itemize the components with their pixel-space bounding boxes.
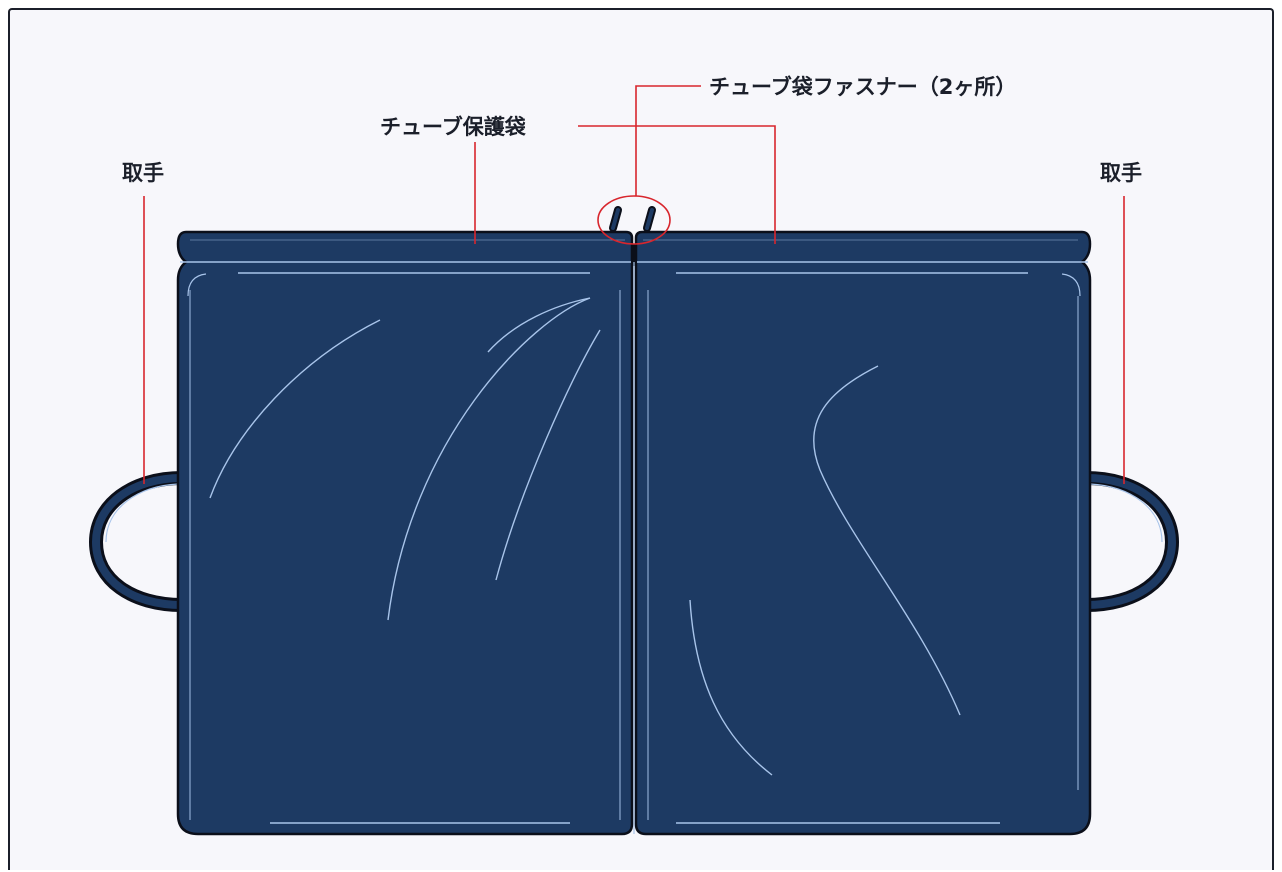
label-handle-right: 取手 xyxy=(1100,161,1142,185)
handle-left xyxy=(88,471,189,612)
bag-right-panel xyxy=(634,230,1092,836)
label-tube-protection-bag: チューブ保護袋 xyxy=(380,115,527,139)
handle-right xyxy=(1079,471,1180,612)
label-handle-left: 取手 xyxy=(122,161,164,185)
fastener-callout-circle xyxy=(597,195,671,245)
leader-lines xyxy=(143,85,1125,484)
zipper-pulls xyxy=(609,206,656,232)
center-seam xyxy=(631,244,637,834)
label-tube-bag-fastener: チューブ袋ファスナー（2ヶ所） xyxy=(709,75,1016,99)
bag-left-panel xyxy=(176,230,634,836)
